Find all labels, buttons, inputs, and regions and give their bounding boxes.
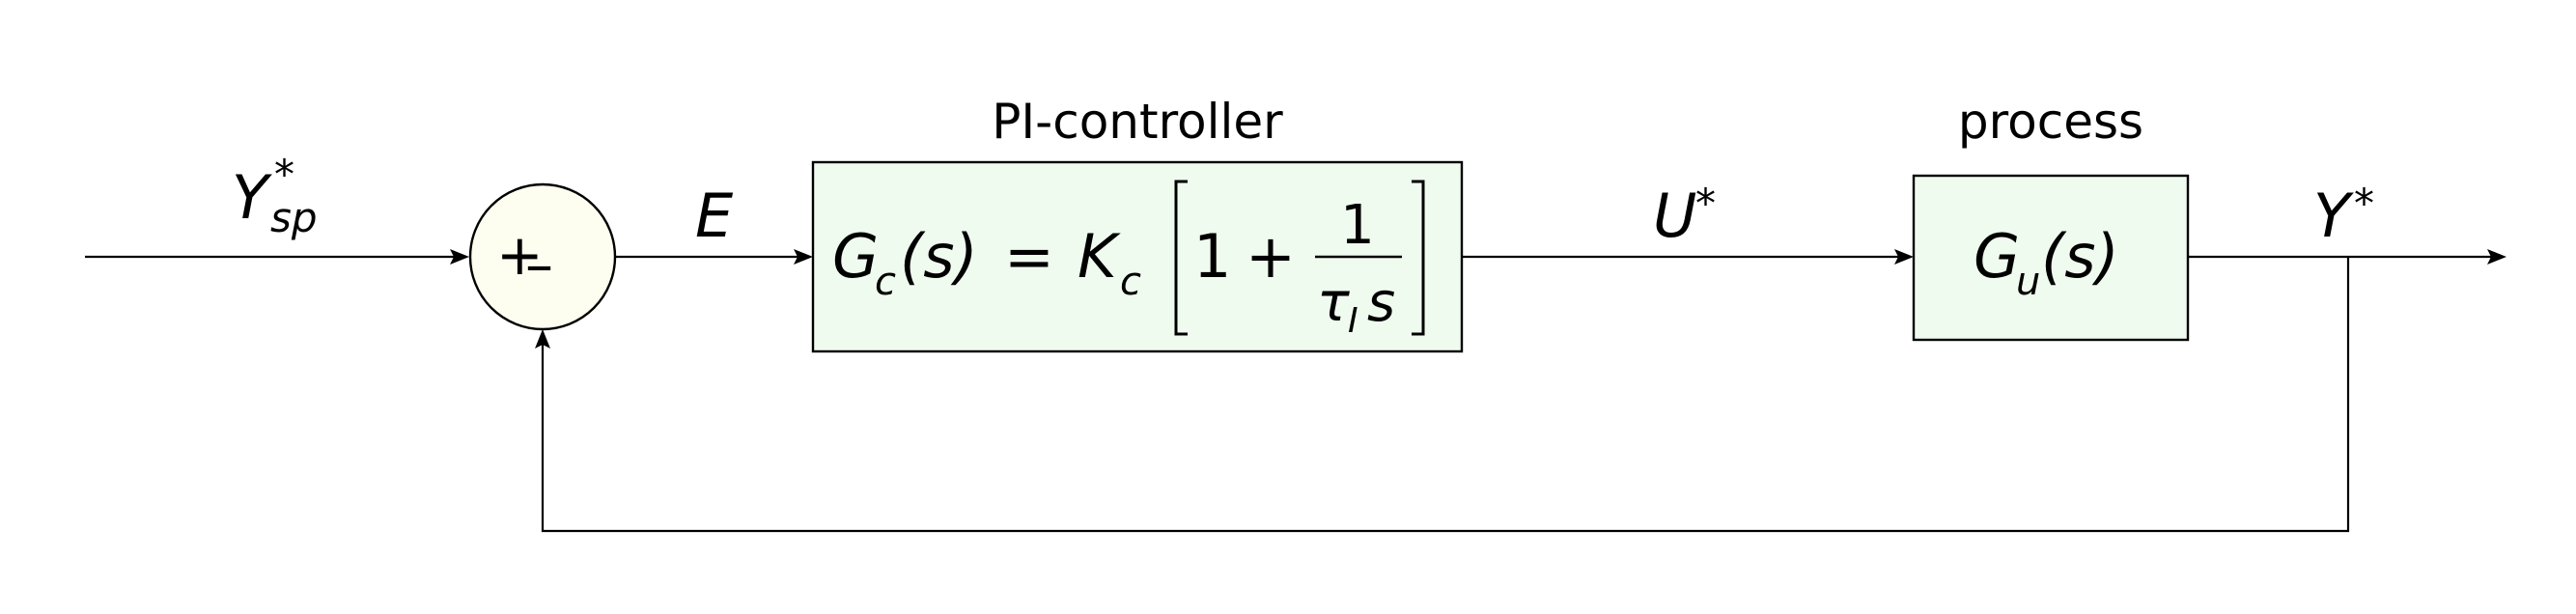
control-label: U * bbox=[1653, 180, 1716, 251]
bracket-one: 1 bbox=[1193, 221, 1231, 292]
error-label: E bbox=[695, 181, 734, 251]
control-arrowhead bbox=[1894, 249, 1914, 265]
pi-controller-title: PI-controller bbox=[992, 94, 1283, 150]
control-star: * bbox=[1695, 180, 1716, 227]
setpoint-star: * bbox=[274, 151, 294, 198]
control-symbol: U bbox=[1653, 181, 1696, 251]
gc-symbol: G bbox=[832, 221, 879, 292]
gu-argument: (s) bbox=[2041, 221, 2119, 292]
output-symbol: Y bbox=[2313, 181, 2354, 251]
equals-sign: = bbox=[1004, 221, 1054, 292]
feedback-path bbox=[541, 257, 2350, 533]
output-star: * bbox=[2354, 180, 2374, 227]
tau-symbol: τ bbox=[1317, 271, 1350, 334]
error-arrowhead bbox=[794, 249, 813, 265]
fraction-s: s bbox=[1367, 271, 1395, 334]
setpoint-subscript: sp bbox=[270, 194, 318, 241]
gc-subscript: c bbox=[875, 260, 896, 304]
gu-subscript: u bbox=[2016, 260, 2040, 304]
setpoint-label: Y * sp bbox=[232, 151, 318, 241]
bracket-plus: + bbox=[1246, 221, 1296, 292]
gc-argument: (s) bbox=[900, 221, 978, 292]
process-block bbox=[1912, 174, 2190, 342]
fraction-numerator: 1 bbox=[1340, 194, 1375, 257]
process-transfer-function: G u (s) bbox=[1974, 221, 2119, 304]
setpoint-symbol: Y bbox=[232, 162, 272, 233]
kc-subscript: c bbox=[1120, 260, 1141, 304]
tau-subscript: I bbox=[1348, 301, 1358, 341]
right-bracket bbox=[1412, 180, 1425, 336]
output-label: Y * bbox=[2313, 180, 2374, 251]
left-bracket bbox=[1174, 180, 1188, 336]
setpoint-arrowhead bbox=[450, 249, 469, 265]
output-arrowhead bbox=[2487, 249, 2506, 265]
sum-plus-sign: + bbox=[496, 222, 544, 288]
gu-symbol: G bbox=[1974, 221, 2020, 292]
feedback-arrowhead bbox=[535, 329, 550, 349]
process-title: process bbox=[1958, 94, 2143, 150]
controller-transfer-function: G c (s) = K c 1 + 1 τ I s bbox=[832, 180, 1425, 341]
kc-symbol: K bbox=[1078, 221, 1121, 292]
sum-minus-sign: – bbox=[525, 232, 553, 297]
